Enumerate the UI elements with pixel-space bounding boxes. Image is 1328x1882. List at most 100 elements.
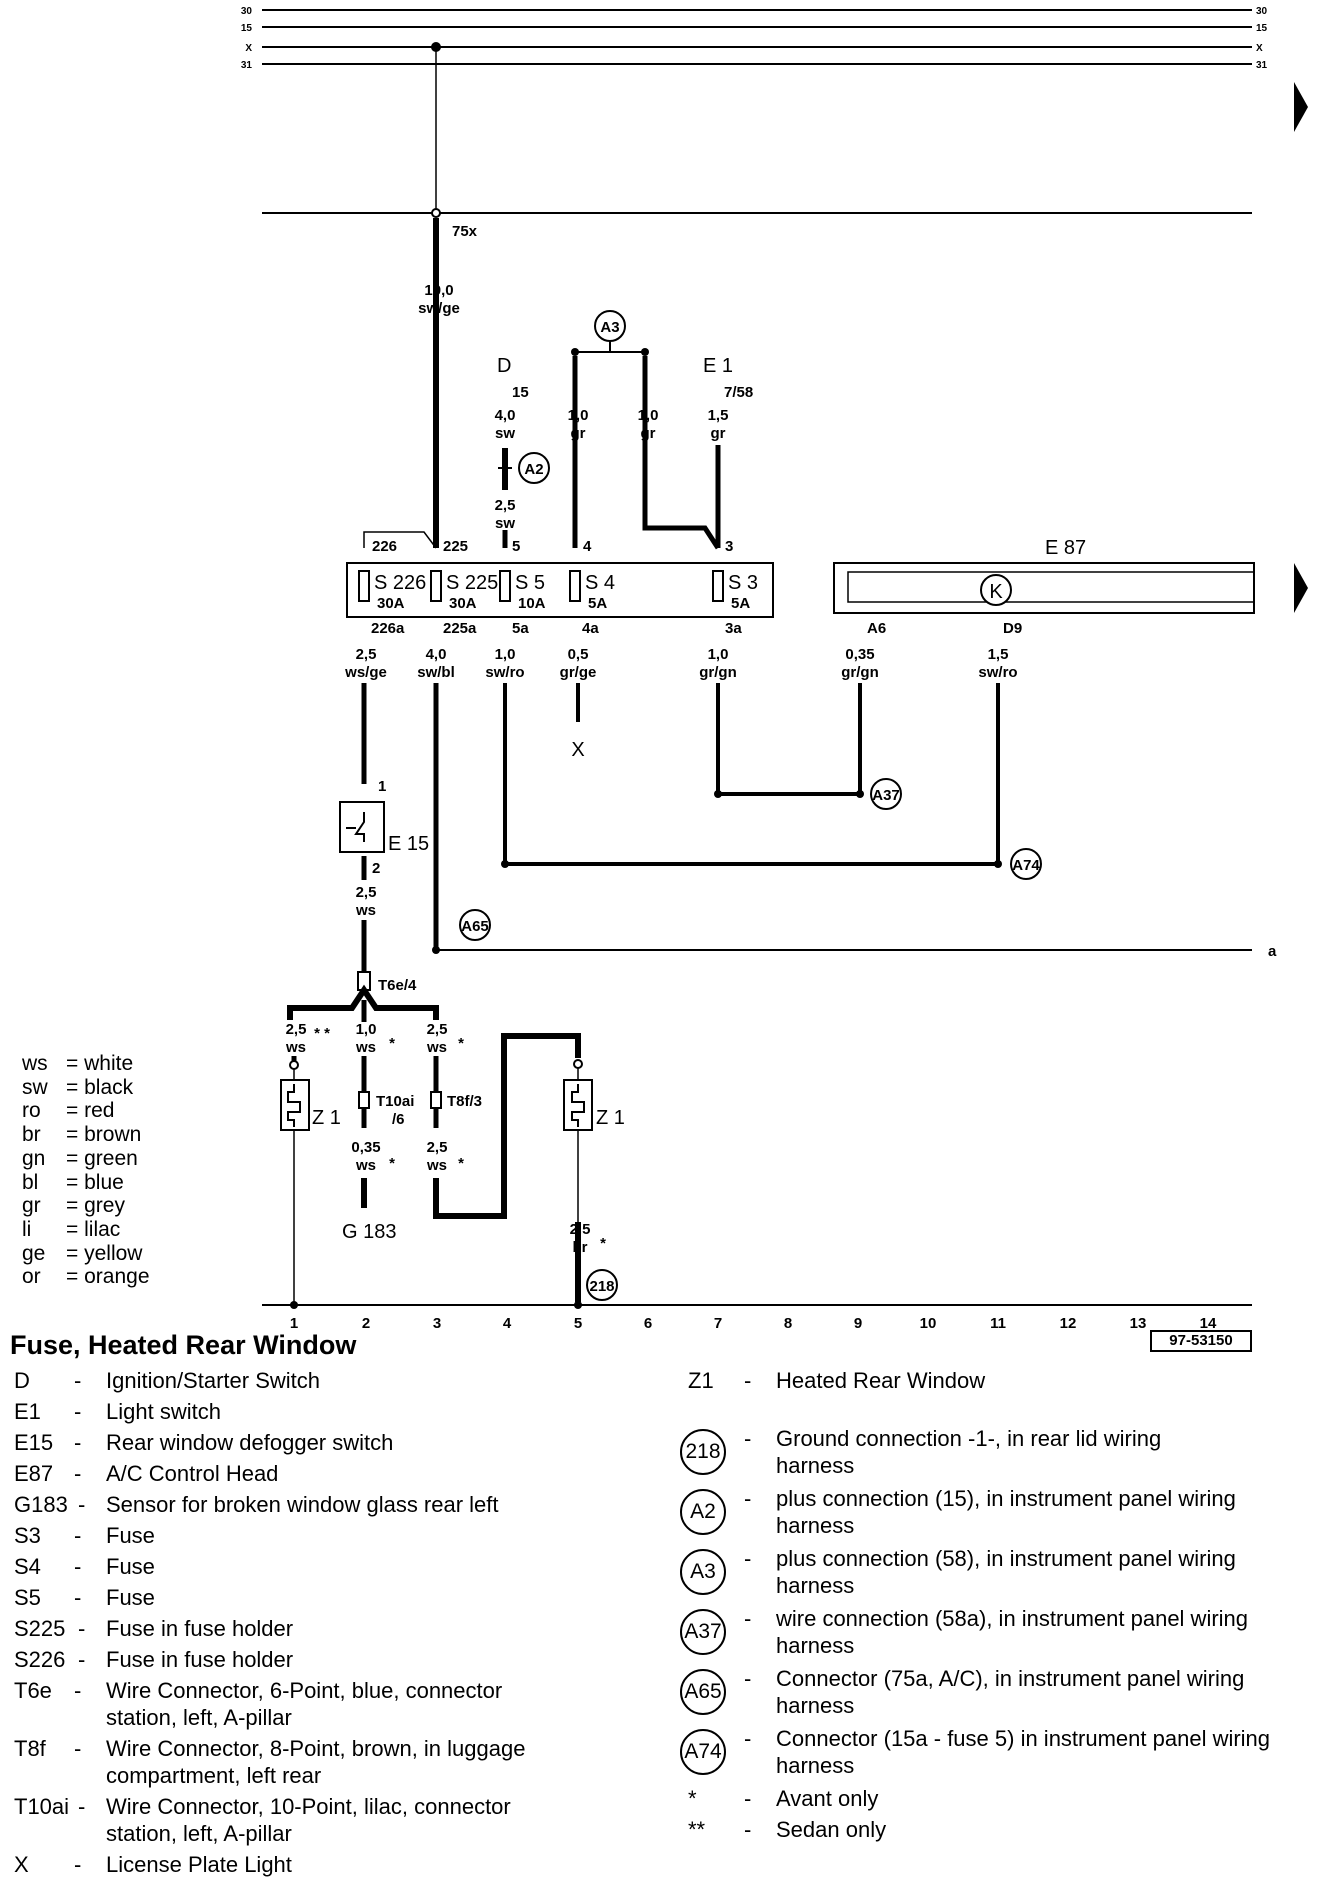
fuse-top-pins: 226 225 5 4 3 (372, 538, 733, 555)
pin-5: 5 (512, 538, 520, 555)
wire-a3-color: gr (641, 425, 656, 442)
legend-item: T8f-Wire Connector, 8-Point, brown, in l… (14, 1736, 526, 1788)
ground-node-5 (574, 1301, 582, 1309)
legend-item: A2-plus connection (15), in instrument p… (680, 1485, 1320, 1545)
pin-a6: A6 (867, 620, 886, 637)
wire-d9-color: sw/ro (978, 664, 1017, 681)
legend-item: 218-Ground connection -1-, in rear lid w… (680, 1425, 1320, 1485)
wire-d9-size: 1,5 (988, 646, 1009, 663)
pin-d9: D9 (1003, 620, 1022, 637)
branch-6-size: 2,5 (570, 1221, 591, 1238)
fuse-s226-symbol (358, 570, 370, 602)
heater-element-icon (287, 1084, 301, 1127)
component-e15-label: E 15 (388, 833, 429, 855)
connector-t10ai-symbol (358, 1091, 370, 1109)
e87-frame (833, 562, 1255, 614)
component-x-label: X (571, 739, 584, 761)
wire-a3-to-s3 (642, 356, 721, 550)
wire-3a-size: 1,0 (708, 646, 729, 663)
branch-1-mark: * * (314, 1025, 330, 1042)
fuse-s4-symbol (569, 570, 581, 602)
wire-5a-color: sw/ro (485, 664, 524, 681)
node-a65 (432, 946, 440, 954)
rail-15-label-right: 15 (1256, 23, 1268, 34)
scale-9: 9 (854, 1315, 862, 1332)
legend-item: G183-Sensor for broken window glass rear… (14, 1492, 499, 1517)
pin-3a: 3a (725, 620, 742, 637)
wire-225a-size: 4,0 (426, 646, 447, 663)
fuse-s5-name: S 5 (515, 572, 545, 594)
wire-3a-a37 (716, 683, 862, 796)
fuse-s226-name: S 226 (374, 572, 426, 594)
color-key-row: gr= grey (22, 1194, 125, 1218)
branch-4-size: 0,35 (351, 1139, 380, 1156)
ground-218-icon: 218 (680, 1429, 726, 1475)
pin-226: 226 (372, 538, 397, 555)
fuse-s3-amps: 5A (731, 595, 750, 612)
rail-30-label: 30 (241, 6, 253, 17)
ground-scale: 1 2 3 4 5 6 7 8 9 10 11 12 13 14 (290, 1315, 1217, 1332)
e15-frame (339, 801, 385, 853)
switch-wire-size: 2,5 (356, 884, 377, 901)
e87-inner (847, 571, 1255, 603)
a3-node-right (641, 348, 649, 356)
branch-1-size: 2,5 (286, 1021, 307, 1038)
lower-nodes (432, 790, 1002, 954)
wire-3a-color: gr/gn (699, 664, 737, 681)
branch-4-color: ws (355, 1157, 376, 1174)
e15-contact-icon (354, 812, 365, 842)
connection-a74-icon: A74 (680, 1729, 726, 1775)
branch-5-mark: * (458, 1155, 464, 1172)
legend-item: E15-Rear window defogger switch (14, 1430, 394, 1455)
node-a74-left (501, 860, 509, 868)
connection-a37: A37 (870, 778, 902, 810)
z1-right-terminal (573, 1059, 583, 1069)
connection-218: 218 (586, 1269, 618, 1301)
wire-a2-size: 2,5 (495, 497, 516, 514)
color-key-row: br= brown (22, 1123, 142, 1147)
node-a74-right (994, 860, 1002, 868)
e15-switch (339, 801, 385, 853)
pin-225a: 225a (443, 620, 477, 637)
continuation-arrow-mid (1294, 563, 1308, 613)
continuation-arrow-top (1294, 82, 1308, 132)
z1-right-heater (563, 1079, 593, 1131)
wire-225a-color: sw/bl (417, 664, 455, 681)
scale-10: 10 (920, 1315, 937, 1332)
legend-item: E1-Light switch (14, 1399, 221, 1424)
legend-item: A74-Connector (15a - fuse 5) in instrume… (680, 1725, 1320, 1785)
fuse-s225-symbol (430, 570, 442, 602)
fuse-s225-amps: 30A (449, 595, 477, 612)
a3-node-left (571, 348, 579, 356)
branch-2-size: 1,0 (356, 1021, 377, 1038)
connection-a65-icon: A65 (680, 1669, 726, 1715)
rail-15-label: 15 (241, 23, 253, 34)
legend-item: S225-Fuse in fuse holder (14, 1616, 294, 1641)
scale-4: 4 (503, 1315, 512, 1332)
component-d-label: D (497, 355, 511, 377)
fuse-box-frame (346, 562, 774, 618)
connector-75x-node (431, 208, 441, 218)
switch-pin-1: 1 (378, 778, 386, 795)
legend-item: X-License Plate Light (14, 1852, 292, 1877)
scale-12: 12 (1060, 1315, 1077, 1332)
wire-s4-size: 1,0 (568, 407, 589, 424)
wire-5a-size: 1,0 (495, 646, 516, 663)
svg-text:K: K (989, 581, 1003, 603)
legend-item: D-Ignition/Starter Switch (14, 1368, 320, 1393)
wire-5a-a74 (503, 683, 1000, 866)
wire-d-size: 4,0 (495, 407, 516, 424)
legend-left: D-Ignition/Starter Switch E1-Light switc… (14, 1367, 664, 1882)
wire-e1-size: 1,5 (708, 407, 729, 424)
branch-3-size: 2,5 (427, 1021, 448, 1038)
color-key-row: ro= red (22, 1099, 115, 1123)
pin-5a: 5a (512, 620, 529, 637)
scale-11: 11 (990, 1315, 1006, 1332)
svg-text:A2: A2 (524, 461, 543, 478)
wiring-schematic: 30 15 X 31 30 15 X 31 75x 10,0 sw/ge D 1… (241, 6, 1308, 1332)
connector-75x-label: 75x (452, 223, 478, 240)
line-end-a: a (1268, 943, 1277, 960)
legend-item: Z1-Heated Rear Window (688, 1368, 986, 1393)
fuse-box: S 226 S 225 S 5 S 4 S 3 30A 30A 10A 5A 5… (346, 562, 774, 618)
branch-5-color: ws (426, 1157, 447, 1174)
